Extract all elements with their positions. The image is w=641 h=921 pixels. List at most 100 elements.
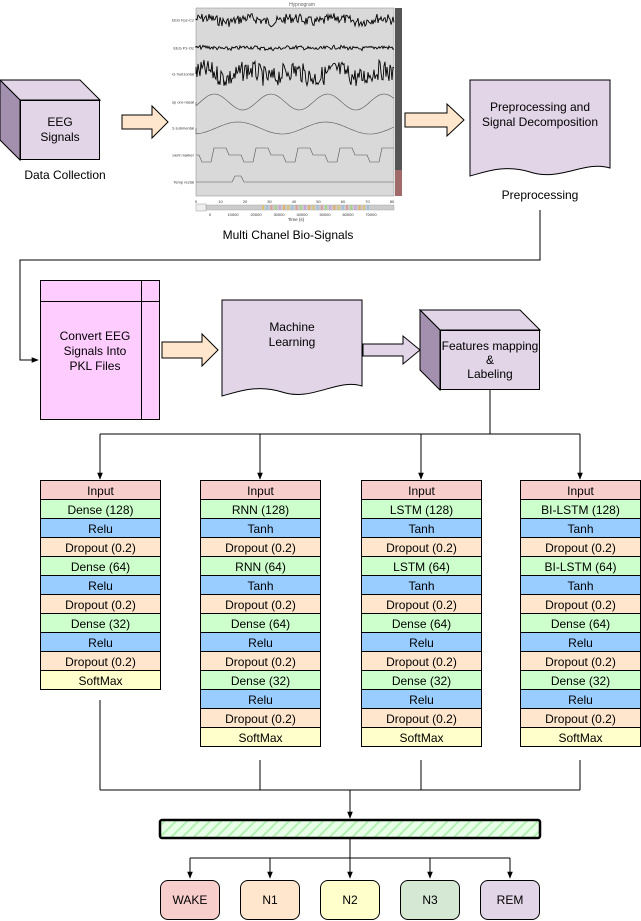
arrow-pkl-to-ml bbox=[161, 332, 219, 368]
layer-act: Tanh bbox=[520, 575, 641, 595]
layer-act: Relu bbox=[40, 518, 161, 538]
hypnogram-tick-label: 0 bbox=[209, 212, 212, 217]
hypnogram-marker bbox=[287, 205, 290, 210]
channel-label: EEG Fpz-Cz bbox=[172, 18, 194, 23]
plot-area bbox=[195, 7, 395, 197]
layer-drop: Dropout (0.2) bbox=[200, 651, 321, 671]
layer-act: Relu bbox=[200, 689, 321, 709]
x-tick-label: 60 bbox=[341, 199, 346, 204]
signal-trace bbox=[196, 175, 394, 183]
channel-label: EMG submental bbox=[172, 126, 194, 131]
layer-drop: Dropout (0.2) bbox=[40, 537, 161, 557]
channel-label: Resp oro-nasal bbox=[172, 100, 194, 105]
hypnogram-marker bbox=[262, 205, 264, 210]
hypnogram-marker bbox=[266, 205, 269, 210]
features-cube-side bbox=[419, 308, 441, 392]
plot-title: Hypnogram bbox=[289, 2, 315, 8]
x-axis-label: Time (s) bbox=[288, 217, 305, 222]
output-n1: N1 bbox=[240, 880, 300, 920]
output-n3: N3 bbox=[400, 880, 460, 920]
layer-input: Input bbox=[361, 480, 482, 500]
data-collection-label: Data Collection bbox=[24, 168, 106, 182]
layer-drop: Dropout (0.2) bbox=[200, 708, 321, 728]
layer-dense: LSTM (128) bbox=[361, 499, 482, 519]
connector-preproc-to-pkl bbox=[19, 210, 541, 363]
layer-act: Tanh bbox=[361, 518, 482, 538]
hypnogram-marker bbox=[308, 205, 311, 210]
hypnogram-marker bbox=[283, 205, 285, 210]
layer-dense: LSTM (64) bbox=[361, 556, 482, 576]
layer-dense: Dense (64) bbox=[361, 613, 482, 633]
layer-act: Tanh bbox=[520, 518, 641, 538]
layer-dense: Dense (32) bbox=[361, 670, 482, 690]
signal-traces bbox=[195, 13, 395, 183]
layer-soft: SoftMax bbox=[361, 727, 482, 747]
hypnogram-marker bbox=[299, 205, 302, 210]
layer-drop: Dropout (0.2) bbox=[520, 708, 641, 728]
output-n2: N2 bbox=[320, 880, 380, 920]
preproc-document bbox=[469, 79, 611, 177]
signal-trace bbox=[196, 147, 394, 163]
channel-label: Temp rectal bbox=[173, 180, 194, 185]
x-tick-label: 0 bbox=[195, 199, 198, 204]
layer-drop: Dropout (0.2) bbox=[361, 537, 482, 557]
layer-act: Tanh bbox=[361, 575, 482, 595]
layer-drop: Dropout (0.2) bbox=[520, 594, 641, 614]
hypnogram-marker bbox=[329, 205, 332, 210]
layer-act: Tanh bbox=[200, 518, 321, 538]
x-tick-label: 70 bbox=[365, 199, 370, 204]
output-rem: REM bbox=[480, 880, 540, 920]
hypnogram-tick-label: 20000 bbox=[250, 212, 262, 217]
layer-soft: SoftMax bbox=[520, 727, 641, 747]
ml-document bbox=[221, 299, 363, 397]
hypnogram-marker bbox=[362, 205, 365, 210]
layer-dense: BI-LSTM (64) bbox=[520, 556, 641, 576]
layer-drop: Dropout (0.2) bbox=[520, 651, 641, 671]
layer-input: Input bbox=[520, 480, 641, 500]
pkl-header-divider bbox=[41, 301, 159, 302]
hypnogram-marker bbox=[320, 205, 323, 210]
features-cube-top bbox=[418, 309, 542, 331]
layer-soft: SoftMax bbox=[200, 727, 321, 747]
layer-dense: Dense (32) bbox=[520, 670, 641, 690]
preprocessing-box-label: Preprocessing and Signal Decomposition bbox=[481, 100, 599, 129]
layer-act: Relu bbox=[361, 689, 482, 709]
preprocessing-label: Preprocessing bbox=[501, 188, 579, 202]
layer-dense: Dense (64) bbox=[200, 613, 321, 633]
x-tick-label: 20 bbox=[243, 199, 248, 204]
layer-dense: Dense (128) bbox=[40, 499, 161, 519]
hypnogram-marker bbox=[350, 205, 353, 210]
layer-act: Relu bbox=[361, 632, 482, 652]
layer-dense: RNN (128) bbox=[200, 499, 321, 519]
layer-dense: Dense (32) bbox=[40, 613, 161, 633]
layer-drop: Dropout (0.2) bbox=[40, 594, 161, 614]
layer-act: Relu bbox=[520, 632, 641, 652]
layer-drop: Dropout (0.2) bbox=[361, 708, 482, 728]
plot-nav-button bbox=[195, 203, 207, 212]
arrow-plot-to-preproc bbox=[404, 102, 465, 138]
layer-dense: Dense (64) bbox=[520, 613, 641, 633]
output-label: REM bbox=[496, 893, 524, 907]
hypnogram-tick-label: 40000 bbox=[296, 212, 308, 217]
output-label: N3 bbox=[422, 893, 438, 907]
hypnogram-marker bbox=[341, 205, 344, 210]
hypnogram-marker bbox=[270, 205, 273, 210]
output-label: N2 bbox=[342, 893, 358, 907]
hypnogram-marker bbox=[367, 205, 369, 210]
layer-act: Relu bbox=[40, 575, 161, 595]
layer-act: Relu bbox=[520, 689, 641, 709]
hypnogram-marker bbox=[316, 205, 319, 210]
hypnogram-tick-label: 70000 bbox=[365, 212, 377, 217]
plot-scrollbar bbox=[395, 8, 402, 196]
hypnogram-marker bbox=[312, 205, 315, 210]
hypnogram-marker bbox=[358, 205, 361, 210]
hypnogram-marker bbox=[337, 205, 340, 210]
signal-trace bbox=[195, 58, 395, 88]
hypnogram-tick-label: 10000 bbox=[227, 212, 239, 217]
